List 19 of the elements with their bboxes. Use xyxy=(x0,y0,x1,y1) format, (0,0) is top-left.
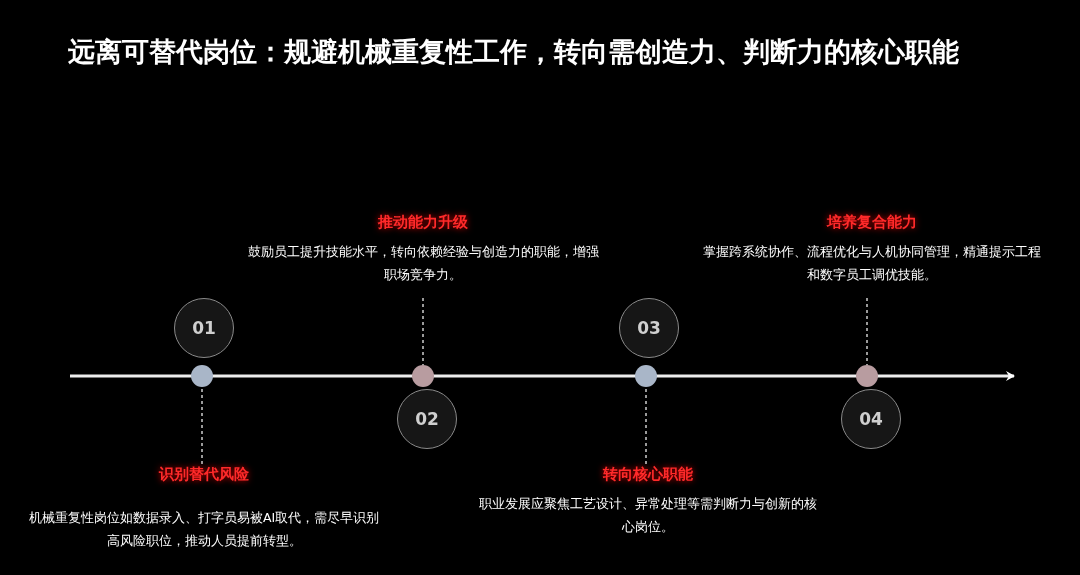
number-circle: 04 xyxy=(841,389,901,449)
step-description: 机械重复性岗位如数据录入、打字员易被AI取代，需尽早识别高风险职位，推动人员提前转型。 xyxy=(28,509,380,550)
step-heading: 推动能力升级 xyxy=(378,213,468,232)
leader-line xyxy=(866,297,868,366)
timeline-dot xyxy=(412,365,434,387)
step-description: 鼓励员工提升技能水平，转向依赖经验与创造力的职能，增强职场竞争力。 xyxy=(246,243,600,284)
leader-line xyxy=(422,297,424,366)
number-circle: 03 xyxy=(619,298,679,358)
step-heading: 识别替代风险 xyxy=(159,465,249,484)
timeline-dot xyxy=(856,365,878,387)
page-title: 远离可替代岗位：规避机械重复性工作，转向需创造力、判断力的核心职能 xyxy=(68,35,960,69)
number-circle: 02 xyxy=(397,389,457,449)
step-heading: 培养复合能力 xyxy=(827,213,917,232)
step-heading: 转向核心职能 xyxy=(602,465,693,484)
timeline-dot xyxy=(191,365,213,387)
number-circle: 01 xyxy=(174,298,234,358)
timeline-dot xyxy=(635,365,657,387)
step-description: 掌握跨系统协作、流程优化与人机协同管理，精通提示工程和数字员工调优技能。 xyxy=(702,243,1042,284)
step-description: 职业发展应聚焦工艺设计、异常处理等需判断力与创新的核心岗位。 xyxy=(477,495,818,536)
